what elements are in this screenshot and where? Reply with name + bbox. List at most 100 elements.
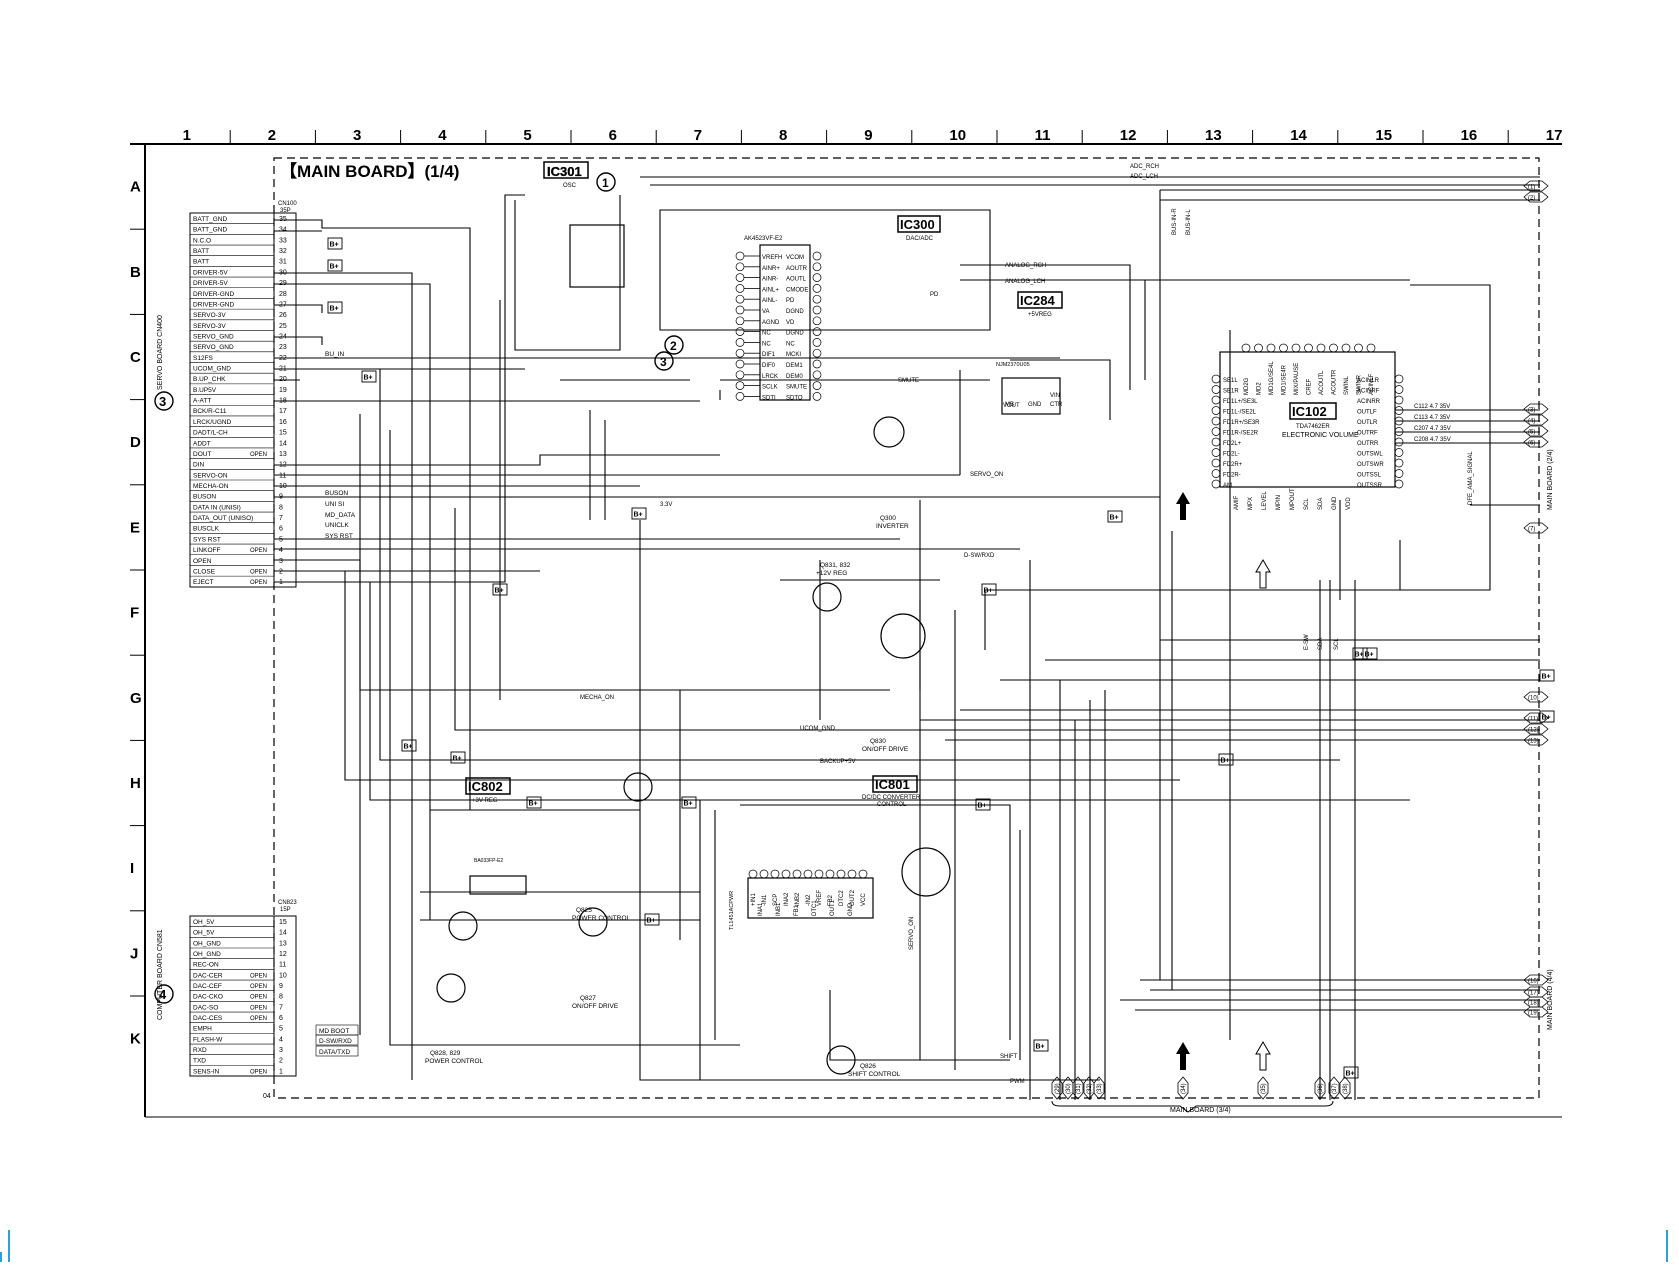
cn100-pin-name: BCK/R-C11 [193,408,227,415]
cn581-pin-note: OPEN [250,1016,267,1022]
bplus-box [1107,510,1123,523]
cn581-pin-note: OPEN [250,984,267,990]
cn100-pin-name: DRIVER-5V [193,269,228,276]
cn100-pin-note: OPEN [250,452,267,458]
cap-label: C208 4.7 35V [1414,437,1451,443]
ic102-pin-bubble [1266,343,1276,353]
ic102-pin-bubble [1211,395,1221,405]
ic300-left-pin: VA [762,309,770,315]
cn100-pin-number: 34 [279,227,287,234]
ic102-bottom-pin: MPX [1248,497,1254,510]
bplus-label: B+ [978,803,987,810]
ic102-pin-bubble [1329,343,1338,353]
transistor-ref: Q825 [576,907,592,914]
ic102-block: IC102 TDA7462ER ELECTRONIC VOLUME SE1LSE… [1211,343,1404,510]
cn581-ref: CN823 [278,900,297,906]
ic300-left-pin: AINR- [762,277,778,283]
bplus-label: B+ [1542,674,1551,681]
marker-3-left: 3 [154,391,174,411]
ic300-right-pin: VCOM [786,255,804,261]
row-label: I [130,860,134,877]
cn100-ref: CN100 [278,201,297,207]
cn581-pin-note: OPEN [250,1005,267,1011]
ic801-top-pin: FB2 [828,894,834,906]
ic102-left-pin: SE1L [1223,378,1238,384]
column-label: 5 [523,127,531,144]
ic802-ref: IC802 [468,779,503,794]
ic801-top-pin: SCP [773,894,779,906]
ic300-pin-bubble [812,392,822,401]
cn581-number-column [273,915,297,1077]
cn581-pin-name: RXD [193,1047,207,1054]
cn100-pin-name: BUSON [193,494,216,501]
ic102-pin-bubble [1394,448,1404,457]
column-label: 14 [1290,127,1307,144]
ic102-pin-bubble [1394,416,1404,426]
ic102-pin-bubble [1394,469,1404,478]
cn100-pin-number: 16 [279,419,287,426]
cap-label: C112 4.7 35V [1414,404,1450,410]
ic284-pin: GND [1028,402,1042,408]
cn581-pin-name: TXD [193,1058,206,1065]
column-label: 4 [438,127,447,144]
ic300-pin-bubble [735,294,745,304]
net-label: ANALOG_LCH [1005,279,1045,285]
ic284-pin: CTR [1050,402,1063,408]
ic300-right-pin: CMODE [786,287,808,293]
bplus-label: B+ [1365,652,1374,659]
net-label: E-SW [1304,634,1310,650]
ic300-pin-bubble [812,316,822,326]
ic102-bottom-pin: VDD [1346,497,1352,510]
bplus-box [327,259,343,272]
bplus-label: B+ [1221,758,1230,765]
cn581-pin-name: FLASH-W [193,1036,223,1043]
ic102-top-pin: CREF [1307,378,1313,395]
transistor-desc: SHIFT CONTROL [848,1071,901,1078]
offpage-connector [1523,425,1549,437]
bplus-label: B+ [1355,652,1364,659]
cn100-pin-name: SERVO_GND [193,333,234,340]
cn581-side-label: COMPUTER BOARD CN581 [157,929,164,1020]
bplus-label: B+ [1110,515,1119,522]
ic801-pin-bubble [781,869,791,879]
cn100-bus-label: SYS RST [325,533,353,540]
cn100-pin-number: 11 [279,472,286,479]
ic102-left-pin: AM [1223,483,1232,489]
row-label: J [130,945,138,962]
bplus-box [450,751,466,764]
ic300-right-pin: DEM0 [786,374,803,380]
cn100-pin-name: B.UP_CHK [193,376,226,383]
offpage-connector-label: (1) [1528,185,1535,191]
cn100-bus-label: BUSON [325,490,348,497]
bplus-label: B+ [984,588,993,595]
ic284-pin: VIN [1050,393,1060,399]
cn100-pin-number: 15 [279,430,287,437]
net-label: ADC_RCH [1130,164,1159,170]
cn581-pin-number: 8 [279,994,283,1001]
bplus-box [1539,710,1555,723]
row-label: K [130,1031,141,1048]
transistor-desc: POWER CONTROL [425,1058,484,1065]
offpage-connector [1523,191,1549,203]
ic801-bottom-pin: OUT1 [830,899,836,916]
column-label: 2 [268,127,276,144]
column-label: 16 [1461,127,1478,144]
column-label: 1 [183,127,191,144]
ic801-pin-bubble [770,869,780,879]
bplus-box [1343,1066,1359,1079]
cn100-bus-label: UNI SI [325,501,344,508]
bplus-box [1218,753,1234,766]
main-board-label-44: MAIN BOARD (4/4) [1547,969,1554,1030]
offpage-connector-label: (13) [1528,739,1539,745]
ic300-right-pin: NC [786,341,795,347]
ic102-bottom-pin: MPIN [1276,495,1282,510]
cn581-pin-number: 15 [279,919,287,926]
ic102-left-pin: FD2L- [1223,452,1240,458]
transistor-ref: Q831, 832 [820,562,851,569]
transistor-desc: ON/OFF DRIVE [572,1003,619,1010]
ic300-pin-bubble [735,327,745,336]
ic102-pin-bubble [1211,437,1221,447]
row-label: F [130,605,139,622]
